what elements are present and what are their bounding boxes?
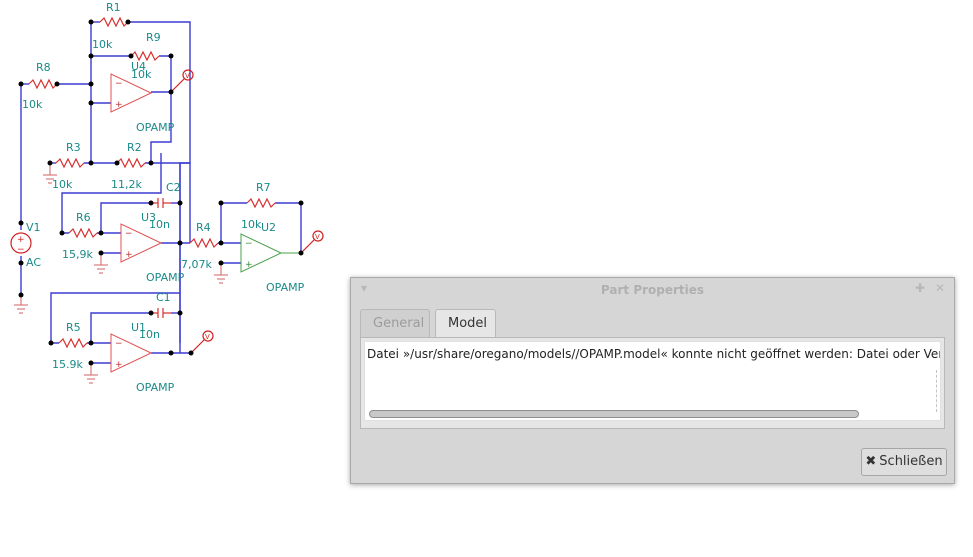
model-error-text: Datei »/usr/share/oregano/models//OPAMP.… [367, 347, 940, 361]
opamp-u3: − + [120, 223, 163, 263]
label-u3: U3 [141, 211, 156, 224]
opamp-u4: − + [110, 73, 153, 113]
svg-text:V: V [315, 233, 320, 241]
svg-text:V: V [205, 333, 210, 341]
label-r7-value: 10k [241, 218, 262, 231]
probe-icon: V [190, 330, 214, 354]
label-r8: R8 [36, 61, 51, 74]
grounds [14, 163, 228, 384]
label-r6: R6 [76, 211, 91, 224]
label-r7: R7 [256, 181, 271, 194]
label-u3-model: OPAMP [146, 271, 185, 284]
opamp-u2: − + [240, 233, 301, 273]
label-u2-model: OPAMP [266, 281, 305, 294]
tab-page-model: Datei »/usr/share/oregano/models//OPAMP.… [360, 337, 945, 429]
close-icon: ✖ [865, 454, 877, 469]
svg-text:−: − [115, 339, 123, 349]
svg-text:+: + [17, 235, 25, 245]
svg-text:−: − [115, 79, 123, 89]
svg-text:+: + [115, 100, 123, 110]
label-u4: U4 [131, 60, 146, 73]
part-properties-dialog: ▾ Part Properties ✚ ✕ General Model Date… [350, 277, 955, 484]
dialog-titlebar[interactable]: ▾ Part Properties ✚ ✕ [351, 278, 954, 302]
resistor-r2 [116, 157, 146, 169]
resistor-r9 [130, 50, 160, 62]
svg-text:−: − [245, 239, 253, 249]
horizontal-scrollbar-thumb[interactable] [369, 410, 859, 418]
label-r5: R5 [66, 321, 81, 334]
svg-text:−: − [125, 229, 133, 239]
close-button-label: Schließen [879, 454, 943, 469]
probe-icon: V [170, 69, 194, 93]
label-r2: R2 [127, 141, 142, 154]
label-u1-model: OPAMP [136, 381, 175, 394]
label-c2: C2 [166, 181, 181, 194]
label-r1-value: 10k [92, 38, 113, 51]
junction-nodes [18, 19, 304, 366]
label-u1: U1 [131, 321, 146, 334]
svg-text:−: − [17, 245, 25, 255]
resistor-r4 [189, 237, 219, 249]
label-r4: R4 [196, 221, 211, 234]
label-c1: C1 [156, 291, 171, 304]
label-v1: V1 [26, 221, 41, 234]
label-r8-value: 10k [22, 98, 43, 111]
label-r2-value: 11,2k [111, 178, 142, 191]
vertical-scrollbar[interactable] [936, 370, 937, 412]
label-r9-value: 10k [131, 68, 152, 81]
close-button[interactable]: ✖Schließen [861, 448, 947, 476]
pin-icon[interactable]: ✚ [915, 281, 926, 295]
label-c1-value: 10n [139, 328, 160, 341]
label-r9: R9 [146, 31, 161, 44]
probe-icon: V [300, 230, 324, 254]
resistor-r7 [246, 197, 276, 209]
svg-text:+: + [115, 360, 123, 370]
horizontal-scrollbar[interactable] [368, 410, 938, 419]
probes: V V V [170, 69, 324, 354]
resistor-r6 [68, 227, 98, 239]
ac-source-v1: + − [10, 232, 32, 255]
tab-general[interactable]: General [360, 309, 430, 337]
component-labels: R1 10k R9 10k R8 10k U4 OPAMP R3 10k R2 … [22, 1, 305, 394]
svg-text:V: V [185, 72, 190, 80]
svg-text:+: + [245, 260, 253, 270]
label-v1-type: AC [26, 256, 41, 269]
label-r4-value: 7,07k [181, 258, 212, 271]
resistor-r1 [99, 16, 129, 28]
label-r3-value: 10k [52, 178, 73, 191]
dialog-title: Part Properties [600, 283, 705, 297]
label-r1: R1 [106, 1, 121, 14]
label-c2-value: 10n [149, 218, 170, 231]
tab-model[interactable]: Model [435, 309, 496, 339]
model-text-view[interactable]: Datei »/usr/share/oregano/models//OPAMP.… [364, 341, 941, 421]
resistor-r8 [28, 78, 58, 90]
label-r6-value: 15,9k [62, 248, 93, 261]
resistor-r5 [58, 337, 88, 349]
label-u4-model: OPAMP [136, 121, 175, 134]
label-r3: R3 [66, 141, 81, 154]
label-u2: U2 [261, 221, 276, 234]
label-r5-value: 15.9k [52, 358, 83, 371]
close-icon[interactable]: ✕ [935, 281, 946, 295]
resistor-r3 [55, 157, 85, 169]
resistors [28, 16, 276, 349]
chevron-down-icon[interactable]: ▾ [361, 281, 368, 295]
opamp-u1: − + [110, 333, 153, 373]
svg-text:+: + [125, 250, 133, 260]
